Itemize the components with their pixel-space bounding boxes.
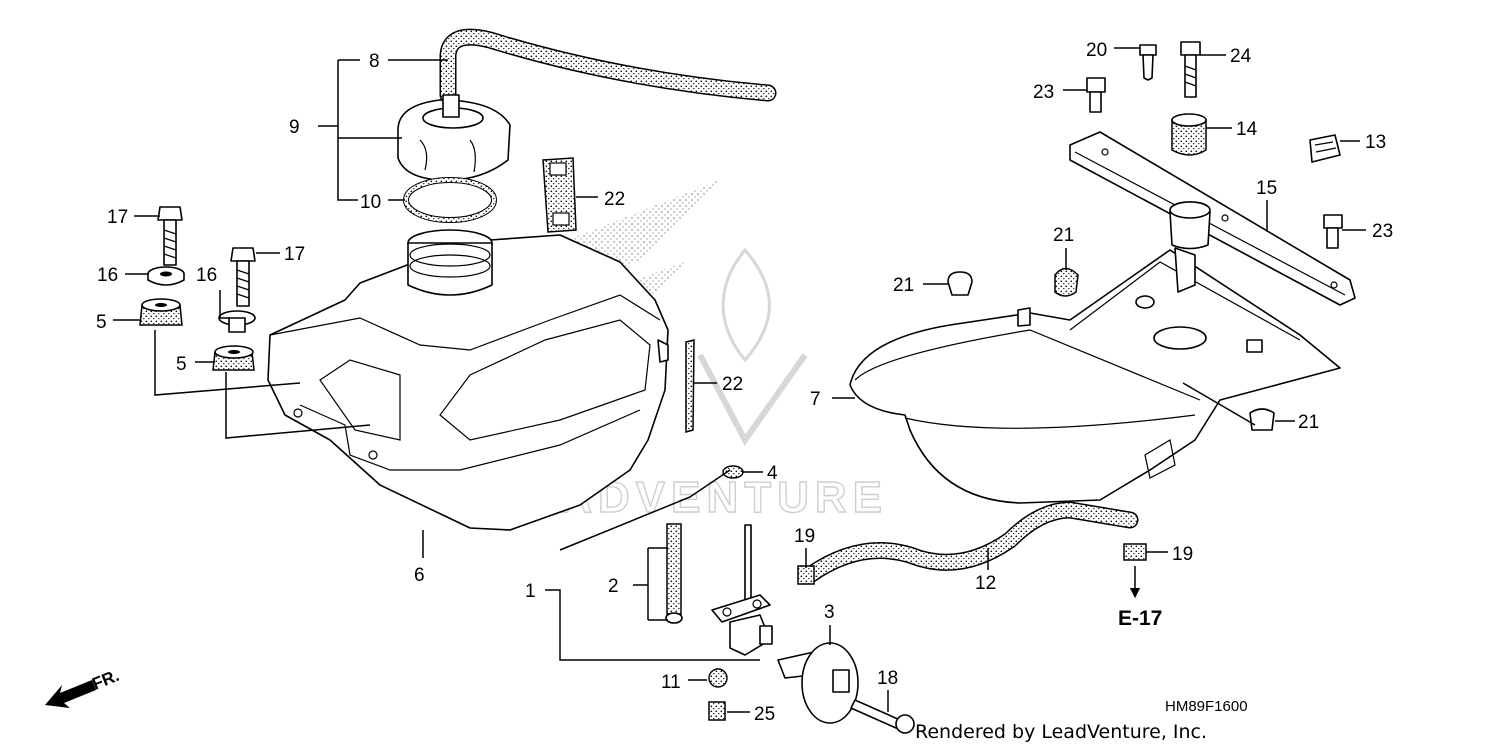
fuel-tank: [267, 229, 669, 531]
fuel-valve: [711, 524, 773, 656]
washer-16-right: [218, 310, 256, 333]
grommet-21-right: [1249, 408, 1275, 431]
callout-8: 8: [369, 51, 380, 72]
callout-14: 14: [1236, 119, 1258, 140]
callout-21-center: 21: [1053, 225, 1074, 246]
bolt-17-left: [157, 206, 183, 266]
callout-21-right: 21: [1298, 412, 1319, 433]
callout-21-left: 21: [893, 275, 914, 296]
callout-1: 1: [525, 581, 536, 602]
tank-stay: [1069, 131, 1356, 306]
tank-strap-upper: [542, 157, 577, 233]
callout-10: 10: [360, 192, 381, 213]
callout-17-left: 17: [107, 207, 128, 228]
screw-20: [1139, 44, 1157, 81]
callout-24: 24: [1230, 46, 1252, 67]
callout-17-right: 17: [284, 244, 305, 265]
callout-3: 3: [824, 602, 835, 623]
nut-11: [708, 668, 728, 688]
callout-11: 11: [661, 672, 681, 693]
callout-25: 25: [754, 704, 775, 725]
cap-gasket: [403, 177, 497, 223]
callout-23-right: 23: [1372, 221, 1393, 242]
bolt-23-top: [1086, 77, 1106, 113]
hose-clip-19-right: [1123, 543, 1147, 561]
grommet-5-right: [212, 345, 255, 371]
callout-4: 4: [767, 463, 778, 484]
callout-19-left: 19: [794, 526, 815, 547]
grommet-21-left: [947, 271, 973, 296]
grommet-21-center: [1054, 267, 1079, 297]
callout-5-left: 5: [96, 312, 107, 333]
fuel-tank-undercover: [849, 247, 1341, 504]
rubber-mount-14: [1171, 113, 1207, 156]
strainer: [665, 523, 683, 624]
bolt-23-right: [1323, 214, 1343, 249]
hose-clip-19-left: [797, 565, 815, 585]
bolt-24: [1180, 41, 1201, 98]
washer-16-left: [147, 266, 185, 286]
fuel-hose: [801, 501, 1139, 584]
callout-22-lower: 22: [722, 374, 743, 395]
fuel-cap: [397, 94, 511, 181]
callout-12: 12: [975, 573, 996, 594]
clip-13: [1309, 134, 1341, 163]
leader-lines: [113, 47, 1366, 713]
callout-20: 20: [1086, 40, 1107, 61]
callout-6: 6: [414, 565, 425, 586]
valve-lever: [777, 642, 859, 724]
callout-7: 7: [810, 389, 821, 410]
bolt-25: [708, 701, 726, 721]
credit-text: Rendered by LeadVenture, Inc.: [915, 721, 1207, 743]
callout-18: 18: [877, 668, 898, 689]
callout-23-top: 23: [1033, 82, 1054, 103]
breather-hose: [439, 28, 777, 104]
callout-15: 15: [1256, 178, 1277, 199]
callout-16-right: 16: [196, 265, 217, 286]
front-marker: FR.: [89, 666, 122, 694]
reference-label: E-17: [1118, 607, 1162, 630]
callout-19-right: 19: [1172, 544, 1193, 565]
callout-5-right: 5: [176, 354, 187, 375]
tank-strap-lower: [685, 339, 695, 433]
callout-22-upper: 22: [604, 189, 625, 210]
grommet-5-left: [139, 298, 183, 326]
front-arrow: FR.: [45, 666, 122, 708]
callout-16-left: 16: [97, 265, 118, 286]
bolt-17-right: [230, 247, 256, 307]
bolt-18: [850, 699, 915, 734]
callout-9: 9: [289, 117, 300, 138]
callout-13: 13: [1365, 132, 1386, 153]
callout-2: 2: [608, 576, 619, 597]
figure-code: HM89F1600: [1165, 698, 1248, 715]
callout-labels: 8 9 10 22 17 16 5 17 16 5 22 4 6 1 2 19 …: [96, 40, 1393, 725]
